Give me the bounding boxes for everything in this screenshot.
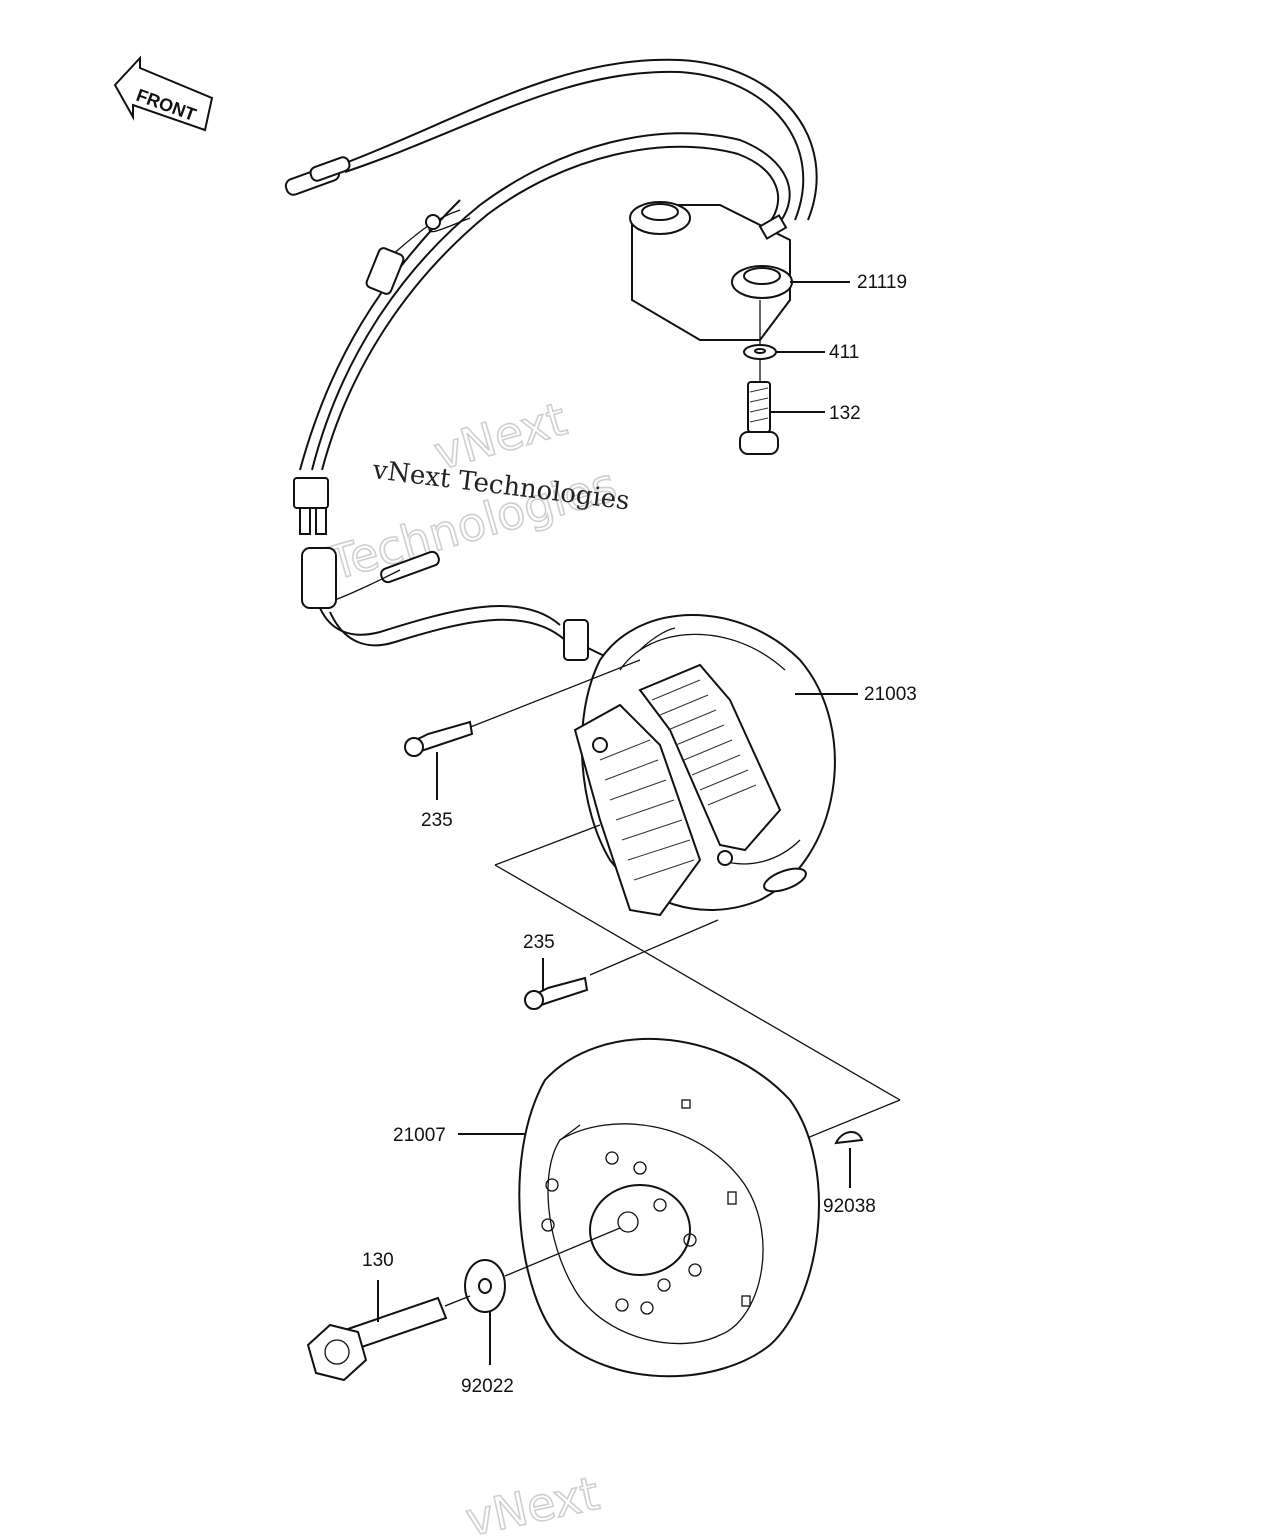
callout-92022: 92022 <box>461 1376 514 1397</box>
coil-winding <box>599 679 757 881</box>
callout-130: 130 <box>362 1250 394 1271</box>
callout-21007: 21007 <box>393 1125 446 1146</box>
cdi-unit <box>629 201 850 341</box>
wire-coupler <box>293 477 440 609</box>
callout-235-upper: 235 <box>421 810 453 831</box>
front-arrow: FRONT <box>113 55 214 132</box>
flywheel <box>458 1037 820 1378</box>
bolt-132 <box>739 360 825 455</box>
bullet-connector <box>284 156 351 196</box>
callout-labels: 21119 411 132 21003 235 235 21007 92038 … <box>362 272 917 1397</box>
washer-411 <box>743 300 825 360</box>
screw-235-lower <box>524 919 719 1010</box>
stator-assembly <box>573 614 858 917</box>
callout-92038: 92038 <box>823 1196 876 1217</box>
callout-21119: 21119 <box>857 272 907 293</box>
screw-235-upper <box>404 659 641 800</box>
watermark: vNext Technologies vNext Technologies vN… <box>321 391 631 1536</box>
washer-92022 <box>464 1227 621 1365</box>
callout-21003: 21003 <box>864 684 917 705</box>
flywheel-bolt-130 <box>306 1280 471 1382</box>
watermark-footer: vNext <box>461 1466 604 1536</box>
wiring-harness <box>284 58 818 667</box>
callout-235-lower: 235 <box>523 932 555 953</box>
callout-132: 132 <box>829 403 861 424</box>
callout-411: 411 <box>829 342 859 363</box>
woodruff-key <box>834 1131 864 1188</box>
